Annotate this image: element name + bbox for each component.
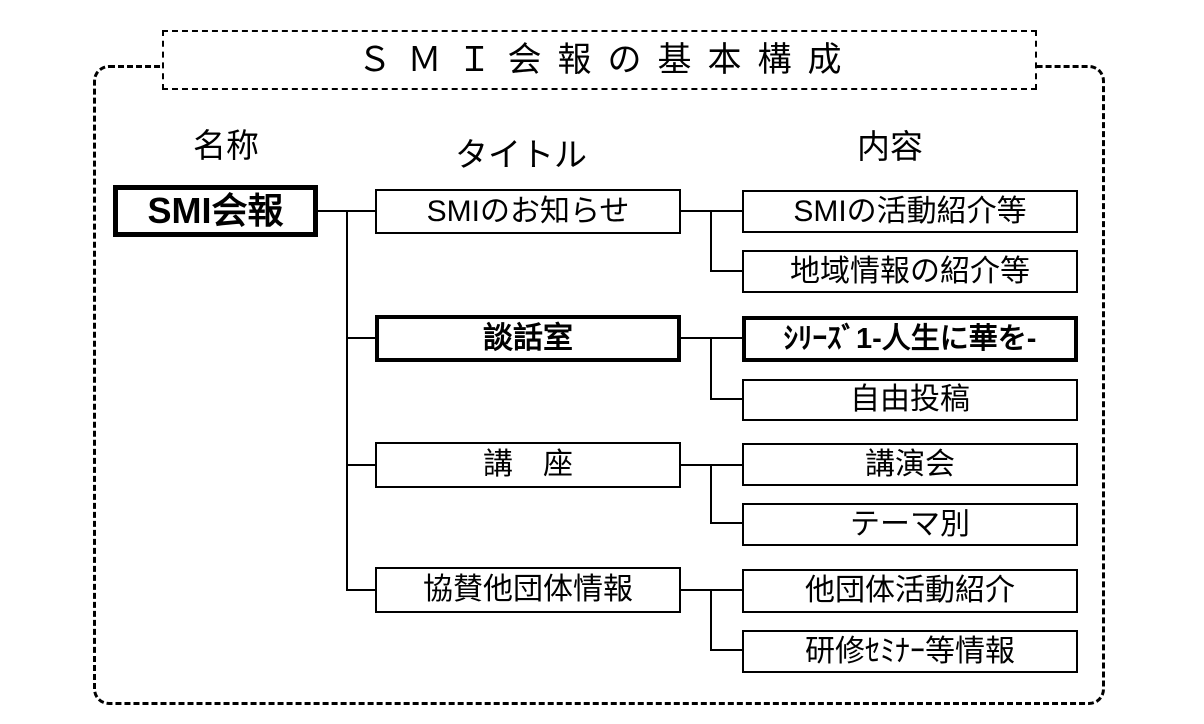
node-title-2: 談話室 <box>375 315 681 362</box>
connector-stub-row2 <box>346 337 375 339</box>
column-header-content: 内容 <box>857 128 923 165</box>
node-content-4b: 研修ｾﾐﾅｰ等情報 <box>742 630 1078 673</box>
connector-root-h <box>318 210 348 212</box>
connector-r1-h2 <box>710 270 742 272</box>
connector-stub-row3 <box>346 464 375 466</box>
node-content-1a: SMIの活動紹介等 <box>742 190 1078 233</box>
column-header-name: 名称 <box>193 127 259 164</box>
diagram-title: ＳＭＩ会報の基本構成 <box>357 41 858 79</box>
column-header-title: タイトル <box>455 136 587 173</box>
connector-stub-row4 <box>346 589 375 591</box>
node-content-2b: 自由投稿 <box>742 379 1078 421</box>
connector-r2-v <box>710 337 712 400</box>
node-content-3b: テーマ別 <box>742 503 1078 546</box>
connector-stub-row1 <box>346 210 375 212</box>
node-title-1: SMIのお知らせ <box>375 189 681 234</box>
connector-r3-v <box>710 464 712 524</box>
diagram-title-box: ＳＭＩ会報の基本構成 <box>162 30 1037 90</box>
node-content-1b: 地域情報の紹介等 <box>742 250 1078 293</box>
connector-trunk-v <box>346 210 348 591</box>
node-title-4: 協賛他団体情報 <box>375 567 681 613</box>
connector-r1-v <box>710 210 712 272</box>
node-content-2a: ｼﾘｰｽﾞ1-人生に華を- <box>742 316 1078 362</box>
node-root-smi-kaiho: SMI会報 <box>113 185 318 237</box>
connector-r4-v <box>710 589 712 651</box>
node-content-4a: 他団体活動紹介 <box>742 569 1078 613</box>
node-title-3: 講 座 <box>375 442 681 488</box>
connector-r2-h2 <box>710 398 742 400</box>
connector-r4-h2 <box>710 649 742 651</box>
node-content-3a: 講演会 <box>742 443 1078 486</box>
connector-r3-h2 <box>710 522 742 524</box>
